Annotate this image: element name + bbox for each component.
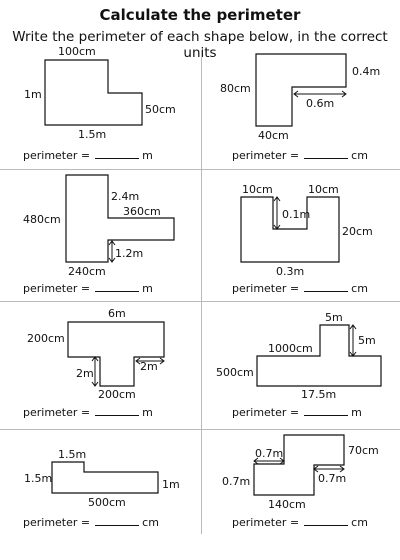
answer-unit: m <box>351 406 362 419</box>
dimension-label: 5m <box>358 334 376 347</box>
dimension-label: 500cm <box>216 366 254 379</box>
page-title: Calculate the perimeter <box>99 6 301 24</box>
perimeter-label: perimeter = <box>232 149 300 162</box>
answer-blank[interactable] <box>304 283 349 292</box>
dimension-label: 5m <box>325 311 343 324</box>
problem-4: 10cm 10cm 0.1m 20cm 0.3m perimeter = cm <box>200 170 400 300</box>
dimension-label: 500cm <box>88 496 126 509</box>
shape-8-outline <box>253 434 345 496</box>
row-divider <box>0 169 400 170</box>
answer-unit: m <box>142 149 153 162</box>
dimension-label: 2m <box>140 360 158 373</box>
dimension-label: 6m <box>108 307 126 320</box>
shape-7-outline <box>51 461 159 494</box>
dimension-label: 140cm <box>268 498 306 511</box>
answer-unit: cm <box>351 516 368 529</box>
dimension-label: 1.2m <box>115 247 144 260</box>
perimeter-answer-line: perimeter = cm <box>232 149 368 162</box>
dimension-label: 1.5m <box>58 448 87 461</box>
answer-blank[interactable] <box>95 407 140 416</box>
shape-2-outline <box>255 53 347 127</box>
problem-8: 0.7m 70cm 0.7m 0.7m 140cm perimeter = cm <box>200 430 400 560</box>
perimeter-answer-line: perimeter = m <box>23 406 153 419</box>
problem-3: 2.4m 360cm 480cm 1.2m 240cm perimeter = m <box>0 170 200 300</box>
answer-unit: cm <box>351 149 368 162</box>
dimension-label: 80cm <box>220 82 251 95</box>
answer-blank[interactable] <box>304 407 349 416</box>
problem-5: 6m 200cm 2m 2m 200cm perimeter = m <box>0 302 200 432</box>
perimeter-label: perimeter = <box>232 406 300 419</box>
dimension-label: 40cm <box>258 129 289 142</box>
dimension-label: 0.7m <box>222 475 251 488</box>
shape-3-outline <box>65 174 175 263</box>
perimeter-answer-line: perimeter = m <box>23 149 153 162</box>
problem-7: 1.5m 1.5m 1m 500cm perimeter = cm <box>0 430 200 560</box>
shape-4-outline <box>240 196 340 263</box>
dimension-label: 360cm <box>123 205 161 218</box>
dimension-label: 1.5m <box>24 472 53 485</box>
answer-unit: m <box>142 282 153 295</box>
dimension-label: 1m <box>162 478 180 491</box>
answer-blank[interactable] <box>95 517 140 526</box>
worksheet: Calculate the perimeter Write the perime… <box>0 6 400 534</box>
dimension-label: 100cm <box>58 45 96 58</box>
answer-blank[interactable] <box>95 150 140 159</box>
perimeter-answer-line: perimeter = m <box>232 406 362 419</box>
dimension-label: 1000cm <box>268 342 313 355</box>
dimension-label: 480cm <box>23 213 61 226</box>
dimension-label: 10cm <box>242 183 273 196</box>
dimension-label: 10cm <box>308 183 339 196</box>
perimeter-answer-line: perimeter = cm <box>232 516 368 529</box>
problem-6: 5m 1000cm 5m 500cm 17.5m perimeter = m <box>200 302 400 432</box>
dimension-label: 0.4m <box>352 65 381 78</box>
shape-1-outline <box>44 59 143 126</box>
perimeter-label: perimeter = <box>23 149 91 162</box>
dimension-label: 2.4m <box>111 190 140 203</box>
perimeter-label: perimeter = <box>23 406 91 419</box>
problem-1: 100cm 1m 50cm 1.5m perimeter = m <box>0 40 200 170</box>
dimension-label: 0.7m <box>255 447 284 460</box>
perimeter-answer-line: perimeter = cm <box>23 516 159 529</box>
shape-5-outline <box>67 321 165 387</box>
perimeter-answer-line: perimeter = m <box>23 282 153 295</box>
dimension-label: 1.5m <box>78 128 107 141</box>
dimension-label: 200cm <box>98 388 136 401</box>
answer-unit: cm <box>142 516 159 529</box>
perimeter-label: perimeter = <box>232 516 300 529</box>
dimension-label: 20cm <box>342 225 373 238</box>
answer-blank[interactable] <box>95 283 140 292</box>
perimeter-answer-line: perimeter = cm <box>232 282 368 295</box>
dimension-label: 0.6m <box>306 97 335 110</box>
row-divider <box>0 429 400 430</box>
dimension-label: 17.5m <box>301 388 337 401</box>
answer-blank[interactable] <box>304 517 349 526</box>
shape-6-outline <box>256 324 382 387</box>
dimension-label: 240cm <box>68 265 106 278</box>
dimension-label: 70cm <box>348 444 379 457</box>
dimension-label: 0.7m <box>318 472 347 485</box>
perimeter-label: perimeter = <box>23 516 91 529</box>
column-divider <box>201 50 202 534</box>
dimension-label: 0.3m <box>276 265 305 278</box>
perimeter-label: perimeter = <box>23 282 91 295</box>
perimeter-label: perimeter = <box>232 282 300 295</box>
dimension-label: 200cm <box>27 332 65 345</box>
answer-unit: m <box>142 406 153 419</box>
problem-2: 80cm 0.4m 0.6m 40cm perimeter = cm <box>200 40 400 170</box>
dimension-label: 50cm <box>145 103 176 116</box>
dimension-label: 0.1m <box>282 208 311 221</box>
answer-unit: cm <box>351 282 368 295</box>
row-divider <box>0 301 400 302</box>
dimension-label: 1m <box>24 88 42 101</box>
answer-blank[interactable] <box>304 150 349 159</box>
dimension-label: 2m <box>76 367 94 380</box>
instructions: Write the perimeter of each shape below,… <box>12 29 388 61</box>
